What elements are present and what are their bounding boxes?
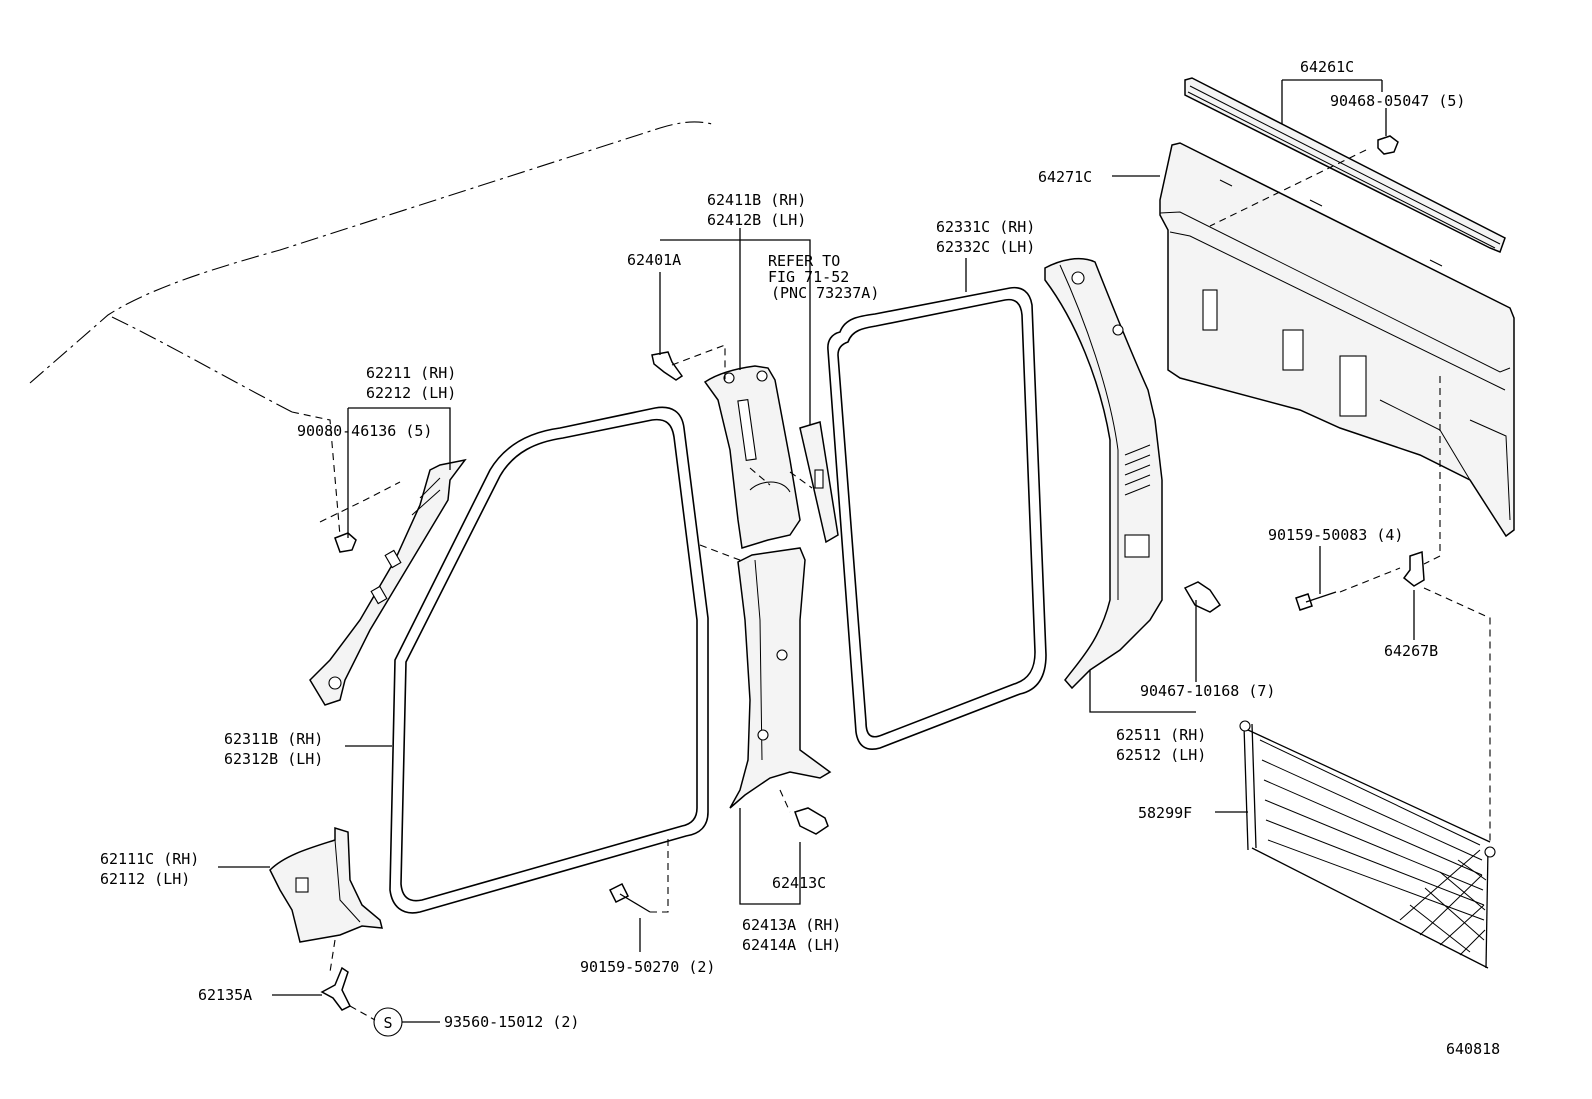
rear-door-weatherstrip xyxy=(827,286,1047,750)
label-62332c: 62332C (LH) xyxy=(936,238,1035,256)
screw-90159-50083 xyxy=(1295,591,1337,611)
rear-upper-trim-panel xyxy=(1159,142,1515,538)
screw-90159-50270 xyxy=(608,882,651,913)
label-refer-to: REFER TO xyxy=(768,252,840,270)
assembly-lines xyxy=(291,149,1491,1021)
label-62412b: 62412B (LH) xyxy=(707,211,806,229)
s-symbol: S xyxy=(373,1007,403,1037)
rear-header-rail xyxy=(1184,77,1506,253)
label-62414a: 62414A (LH) xyxy=(742,936,841,954)
label-58299f: 58299F xyxy=(1138,804,1192,822)
quarter-pillar-trim xyxy=(1044,257,1163,690)
front-door-weatherstrip xyxy=(389,406,709,914)
label-64261c: 64261C xyxy=(1300,58,1354,76)
label-62135a: 62135A xyxy=(198,986,252,1004)
label-90159-50083: 90159-50083 (4) xyxy=(1268,526,1403,544)
label-90468-05047: 90468-05047 (5) xyxy=(1330,92,1465,110)
label-64267b: 64267B xyxy=(1384,642,1438,660)
label-90159-50270: 90159-50270 (2) xyxy=(580,958,715,976)
label-90467-10168: 90467-10168 (7) xyxy=(1140,682,1275,700)
label-refer-pnc: (PNC 73237A) xyxy=(771,284,879,302)
cargo-net xyxy=(1239,720,1496,969)
label-62411b: 62411B (RH) xyxy=(707,191,806,209)
center-pillar-lower-trim xyxy=(729,547,832,809)
label-62111c: 62111C (RH) xyxy=(100,850,199,868)
center-pillar-upper-trim xyxy=(703,365,801,549)
label-62211: 62211 (RH) xyxy=(366,364,456,382)
label-64271c: 64271C xyxy=(1038,168,1092,186)
reference-strip xyxy=(799,421,839,544)
clip-90080 xyxy=(334,532,357,553)
leader-lines xyxy=(218,79,1415,1023)
label-62512: 62512 (LH) xyxy=(1116,746,1206,764)
figure-code: 640818 xyxy=(1446,1040,1500,1058)
clip-90468 xyxy=(1377,135,1399,155)
label-62413c: 62413C xyxy=(772,874,826,892)
label-62331c: 62331C (RH) xyxy=(936,218,1035,236)
label-62112: 62112 (LH) xyxy=(100,870,190,888)
label-90080-46136: 90080-46136 (5) xyxy=(297,422,432,440)
bracket-64267b xyxy=(1402,550,1425,587)
clip-90467 xyxy=(1183,581,1222,613)
label-62311b: 62311B (RH) xyxy=(224,730,323,748)
s-symbol-text: S xyxy=(383,1014,392,1032)
label-62401a: 62401A xyxy=(627,251,681,269)
part-labels: 64261C 90468-05047 (5) 64271C 62411B (RH… xyxy=(100,58,1500,1058)
label-62511: 62511 (RH) xyxy=(1116,726,1206,744)
label-93560-15012: 93560-15012 (2) xyxy=(444,1013,579,1031)
label-refer-fig: FIG 71-52 xyxy=(768,268,849,286)
clip-62135a xyxy=(320,966,352,1011)
clip-62401a xyxy=(651,351,684,381)
label-62312b: 62312B (LH) xyxy=(224,750,323,768)
cowl-side-trim xyxy=(269,826,383,943)
label-62413a: 62413A (RH) xyxy=(742,916,841,934)
front-pillar-trim xyxy=(309,458,467,706)
roof-outline xyxy=(29,121,713,413)
clip-62413c xyxy=(794,807,829,835)
label-62212: 62212 (LH) xyxy=(366,384,456,402)
